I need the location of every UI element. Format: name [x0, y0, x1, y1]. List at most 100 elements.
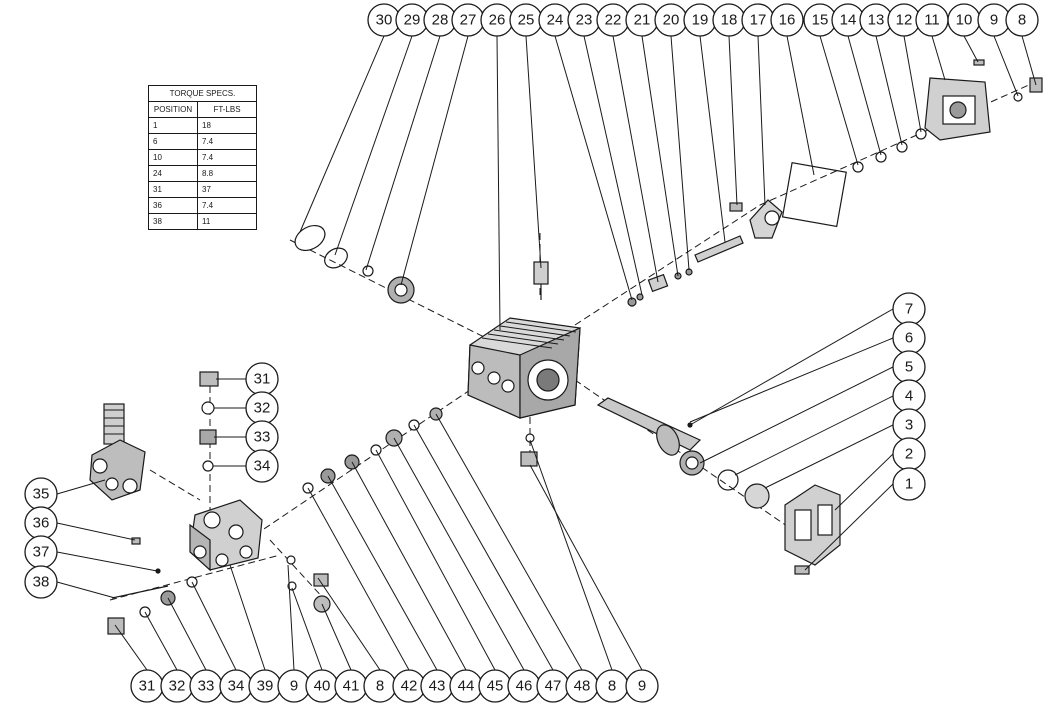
callout-number: 12 — [896, 12, 913, 29]
leader-line — [435, 413, 583, 671]
callout-top-11: 19 — [683, 3, 717, 37]
torque-cell: 7.4 — [197, 133, 257, 150]
leader-line — [834, 453, 894, 511]
manifold-block — [189, 499, 263, 572]
position-cell: 31 — [148, 181, 198, 198]
callout-number: 40 — [314, 678, 331, 695]
callout-valve-0: 31 — [245, 362, 279, 396]
leader-line — [56, 581, 116, 599]
cover-gasket — [781, 162, 847, 228]
torque-cell: 37 — [197, 181, 257, 198]
leader-line — [963, 35, 979, 63]
callout-number: 35 — [33, 486, 50, 503]
leader-line — [993, 35, 1019, 97]
callout-number: 32 — [169, 678, 186, 695]
callout-number: 2 — [905, 446, 913, 463]
callout-number: 33 — [254, 429, 271, 446]
callout-right-5: 2 — [892, 437, 926, 471]
callout-number: 15 — [812, 12, 829, 29]
position-cell: 24 — [148, 165, 198, 182]
callout-bottom-12: 45 — [478, 669, 512, 703]
callout-right-2: 5 — [892, 350, 926, 384]
callout-number: 1 — [905, 476, 913, 493]
torque-cell: 7.4 — [197, 149, 257, 166]
callout-bottom-13: 46 — [507, 669, 541, 703]
callout-top-3: 27 — [451, 3, 485, 37]
callout-number: 18 — [721, 12, 738, 29]
callout-number: 11 — [924, 12, 940, 29]
leader-line — [144, 611, 178, 671]
leader-line — [764, 424, 894, 489]
leader-line — [56, 522, 136, 541]
leader-line — [931, 35, 946, 81]
callout-top-8: 22 — [596, 3, 630, 37]
position-cell: 10 — [148, 149, 198, 166]
callout-top-2: 28 — [423, 3, 457, 37]
callout-number: 6 — [905, 330, 913, 347]
callout-bottom-0: 31 — [130, 669, 164, 703]
callout-top-12: 18 — [712, 3, 746, 37]
plunger — [694, 235, 744, 263]
leader-line — [56, 479, 106, 495]
leader-line — [583, 35, 643, 296]
position-cell: 36 — [148, 197, 198, 214]
callout-bottom-3: 34 — [219, 669, 253, 703]
leader-line — [525, 35, 542, 269]
position-cell: 6 — [148, 133, 198, 150]
callout-right-1: 6 — [892, 321, 926, 355]
leader-line — [291, 587, 323, 671]
leader-line — [400, 35, 469, 286]
callout-top-7: 23 — [567, 3, 601, 37]
callout-circle — [892, 467, 926, 501]
callout-circle — [625, 669, 659, 703]
callout-bottom-4: 39 — [248, 669, 282, 703]
callout-number: 42 — [401, 678, 418, 695]
unloader-valve — [89, 403, 146, 501]
callout-right-3: 4 — [892, 379, 926, 413]
callout-top-21: 9 — [977, 3, 1011, 37]
leader-line — [903, 35, 922, 133]
callout-top-13: 17 — [741, 3, 775, 37]
leader-line — [1021, 35, 1037, 86]
leader-line — [699, 366, 894, 464]
callout-circle — [770, 3, 804, 37]
callout-number: 23 — [576, 12, 593, 29]
callout-top-22: 8 — [1005, 3, 1039, 37]
callout-bottom-17: 9 — [625, 669, 659, 703]
leader-line — [351, 461, 467, 671]
callout-number: 27 — [460, 12, 477, 29]
leader-line — [847, 35, 882, 156]
callout-number: 33 — [198, 678, 215, 695]
position-cell: 38 — [148, 213, 198, 230]
callout-bottom-16: 8 — [595, 669, 629, 703]
callout-circle — [245, 449, 279, 483]
callout-top-18: 12 — [887, 3, 921, 37]
callout-bottom-6: 40 — [305, 669, 339, 703]
callout-top-4: 26 — [480, 3, 514, 37]
callout-number: 29 — [404, 12, 421, 29]
connecting-rod — [729, 199, 783, 239]
callout-top-9: 21 — [625, 3, 659, 37]
leader-line — [734, 395, 894, 476]
leader-line — [317, 577, 381, 671]
leader-line — [413, 424, 554, 671]
callout-number: 32 — [254, 400, 271, 417]
callout-top-17: 13 — [859, 3, 893, 37]
callout-number: 20 — [663, 12, 680, 29]
leader-line — [554, 35, 633, 301]
leader-line — [689, 308, 894, 426]
callout-number: 9 — [638, 678, 646, 695]
leader-line — [191, 581, 237, 671]
callout-number: 45 — [487, 678, 504, 695]
leader-line — [875, 35, 903, 146]
callout-number: 48 — [574, 678, 591, 695]
callout-number: 10 — [956, 12, 973, 29]
rear-cover — [924, 77, 991, 141]
callout-bottom-2: 33 — [189, 669, 223, 703]
leader-line — [612, 35, 659, 283]
callout-number: 19 — [692, 12, 709, 29]
callout-number: 14 — [840, 12, 857, 29]
